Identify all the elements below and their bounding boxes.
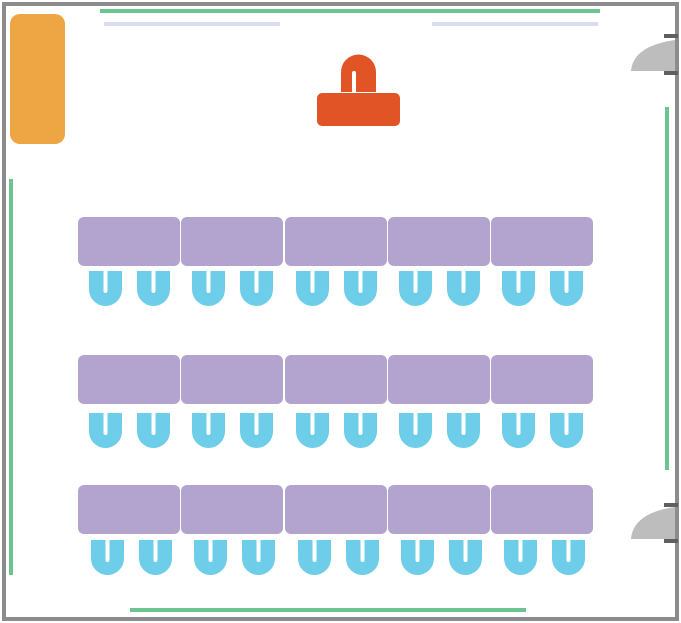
student-chair [89, 413, 122, 448]
student-table [388, 485, 490, 534]
door-frame-top [664, 34, 678, 38]
student-chair [344, 413, 378, 448]
student-chair [89, 271, 122, 307]
student-chair [346, 540, 379, 575]
student-chair [242, 540, 275, 575]
student-table [491, 217, 593, 266]
student-chair [449, 540, 482, 575]
student-table [285, 217, 387, 266]
door-swing [631, 507, 675, 539]
storage-cabinet [10, 14, 65, 144]
student-chair [192, 413, 225, 448]
door-bottom-right[interactable] [631, 503, 678, 543]
student-chair [550, 413, 583, 448]
student-chair [552, 540, 585, 575]
table-row [78, 355, 593, 448]
student-chair [550, 271, 583, 307]
student-chair [399, 271, 432, 307]
door-frame-bottom [664, 71, 678, 75]
student-table [388, 355, 490, 404]
student-table [181, 355, 283, 404]
student-chair [502, 271, 535, 307]
door-frame-top [664, 503, 678, 507]
student-chair [504, 540, 537, 575]
student-chair [447, 413, 480, 448]
teacher-chair [341, 54, 376, 92]
door-frame-bottom [664, 539, 678, 543]
student-chair [344, 271, 378, 307]
student-chair [401, 540, 434, 575]
student-chair [194, 540, 227, 575]
student-table [78, 485, 180, 534]
student-chair [240, 413, 273, 448]
student-chair [240, 271, 273, 307]
student-table [78, 217, 180, 266]
student-chair [296, 413, 329, 448]
student-table [78, 355, 180, 404]
student-table [388, 217, 490, 266]
student-table [491, 485, 593, 534]
student-table [181, 217, 283, 266]
student-table [491, 355, 593, 404]
table-row [78, 217, 593, 307]
teacher-desk [317, 93, 400, 126]
student-chair [139, 540, 172, 575]
door-swing [631, 40, 675, 71]
table-row [78, 485, 593, 575]
student-chair [502, 413, 535, 448]
door-top-right[interactable] [631, 34, 678, 75]
student-chair [192, 271, 225, 307]
student-chair [298, 540, 331, 575]
student-chair [296, 271, 329, 307]
student-chair [137, 271, 170, 307]
student-table [285, 355, 387, 404]
student-table [181, 485, 283, 534]
student-seating [78, 217, 593, 575]
student-chair [447, 271, 480, 307]
student-chair [137, 413, 170, 448]
student-chair [91, 540, 124, 575]
student-chair [399, 413, 432, 448]
student-table [285, 485, 387, 534]
